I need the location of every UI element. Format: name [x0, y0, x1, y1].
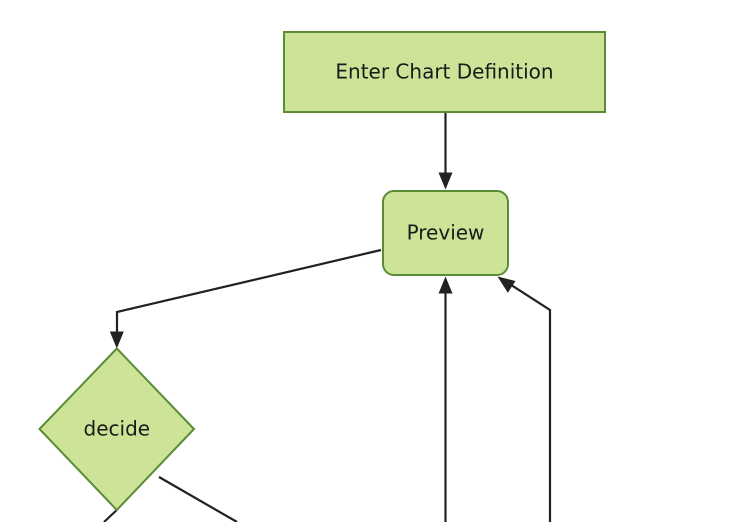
edge-preview-to-decide — [109, 248, 382, 349]
node-preview[interactable]: Preview — [382, 190, 509, 276]
node-decide[interactable]: decide — [38, 347, 196, 512]
node-decide-shape — [38, 347, 196, 512]
node-enter-chart-definition-label: Enter Chart Definition — [335, 60, 553, 84]
node-decide-label: decide — [84, 417, 151, 441]
edge-return-right-to-preview — [497, 276, 552, 522]
node-enter-chart-definition[interactable]: Enter Chart Definition — [283, 31, 606, 113]
node-preview-label: Preview — [407, 221, 485, 245]
edge-enter-to-preview — [438, 113, 453, 190]
node-preview-shape — [382, 190, 509, 276]
edge-decide-bottom-out — [103, 509, 118, 522]
edge-return-center-to-preview — [438, 276, 453, 522]
edge-decide-right-out — [158, 476, 238, 522]
node-enter-chart-definition-shape — [283, 31, 606, 113]
